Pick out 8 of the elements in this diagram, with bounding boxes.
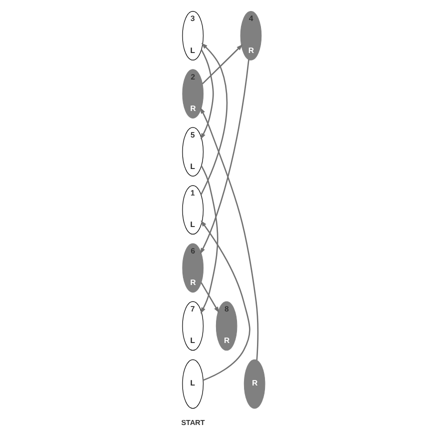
arrow [200,282,219,314]
arrow [200,166,218,314]
arrow [200,49,214,140]
arrow [200,42,228,195]
arrow [200,107,258,360]
arrow [200,60,249,254]
arrow [202,44,242,84]
arrow [200,220,250,381]
